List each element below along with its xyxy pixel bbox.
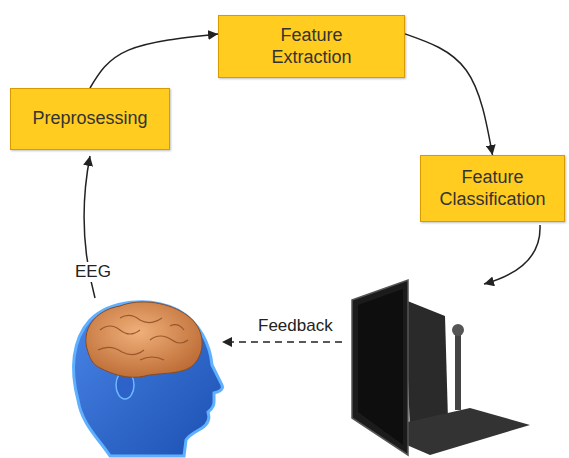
- head-figure: [74, 302, 223, 456]
- signal-label: EEG: [73, 262, 113, 282]
- box-label: Preprosessing: [32, 108, 147, 130]
- box-label: Feature Classification: [430, 167, 555, 210]
- box-label: Feature Extraction: [257, 25, 367, 68]
- flow-arrow: [405, 34, 493, 155]
- monitor-knob: [452, 324, 464, 336]
- output-arrow: [484, 225, 540, 284]
- monitor-glass: [358, 289, 403, 445]
- process-box: Feature Extraction: [218, 15, 405, 78]
- feedback-arrow: [222, 341, 342, 343]
- monitor-screen: [352, 280, 408, 455]
- process-box: Feature Classification: [420, 155, 565, 222]
- flow-arrow: [90, 34, 218, 88]
- process-box: Preprosessing: [10, 88, 170, 150]
- brain: [86, 302, 202, 377]
- brain-folds: [98, 315, 188, 360]
- feedback-label: Feedback: [256, 316, 335, 336]
- monitor-arm: [455, 330, 461, 410]
- monitor-stand: [405, 300, 448, 432]
